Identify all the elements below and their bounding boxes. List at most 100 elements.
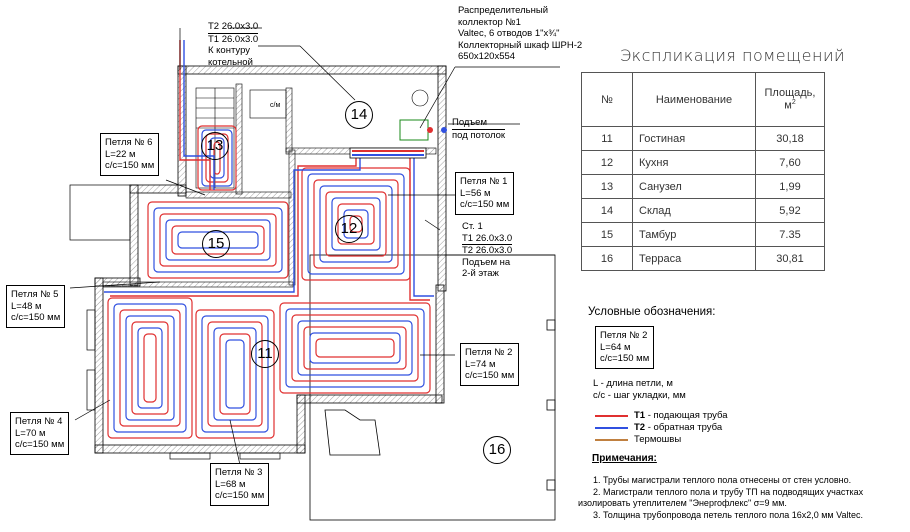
loop-label-5: Петля № 5 L=48 м с/с=150 мм [6, 285, 66, 328]
main-supply-2 [409, 158, 430, 301]
room-marker-13: 13 [201, 132, 229, 160]
loop-pipe [159, 213, 277, 267]
loop-pipe [309, 332, 401, 364]
note-2a: 2. Магистрали теплого пола и трубу ТП на… [593, 487, 864, 497]
loop-pipe [225, 339, 245, 409]
loop-pipe [153, 207, 283, 273]
riser-ceiling-label: Подъем под потолок [452, 117, 506, 141]
loop-pipe [213, 327, 257, 421]
loop-pipe [279, 302, 431, 394]
room-marker-11: 11 [251, 340, 279, 368]
loop-pipe [107, 297, 193, 439]
legend-text-2: Т2 - обратная труба [634, 422, 722, 434]
loop-pipe [197, 125, 237, 191]
cell-name: Тамбур [632, 222, 756, 247]
notes-title: Примечания: [592, 453, 657, 464]
loop-pipe [307, 173, 405, 275]
legend-text-3: Термошвы [634, 434, 681, 446]
legend-code: Т1 [634, 410, 646, 421]
loop-pipe [195, 309, 275, 439]
cell-num: 13 [581, 174, 633, 199]
cell-name: Кухня [632, 150, 756, 175]
loop-pipe [319, 185, 393, 263]
loop-label-1: Петля № 1 L=56 м с/с=150 мм [455, 172, 515, 215]
main-supply [110, 158, 357, 297]
main-return-2 [413, 158, 434, 297]
loop-pipe [165, 219, 271, 261]
loop-label-6: Петля № 6 L=22 м с/с=150 мм [100, 133, 160, 176]
cell-num: 11 [581, 126, 633, 151]
loop-pipe [137, 327, 163, 409]
cell-area: 7,60 [755, 150, 825, 175]
loop-pipe [147, 201, 289, 279]
cell-name: Склад [632, 198, 756, 223]
loop-pipe [207, 321, 263, 427]
loop-pipe [285, 308, 425, 388]
loop-label-2: Петля № 2 L=74 м с/с=150 мм [460, 343, 520, 386]
legend-desc: - обратная труба [645, 422, 723, 433]
loop-pipe [303, 326, 407, 370]
cell-area: 1,99 [755, 174, 825, 199]
legend-line-1 [595, 415, 628, 417]
legend-desc: - подающая труба [645, 410, 728, 421]
legend-code: Т2 [634, 422, 646, 433]
cell-name: Санузел [632, 174, 756, 199]
room-marker-12: 12 [335, 215, 363, 243]
loop-pipe [325, 191, 387, 257]
loop-pipe [291, 314, 419, 382]
loop-pipe [313, 179, 399, 269]
loop-pipe [201, 129, 233, 187]
loop-kitchen [301, 167, 411, 281]
room-marker-15: 15 [202, 230, 230, 258]
loop-pipe [125, 315, 175, 421]
header-area: Площадь, м2 [755, 72, 825, 127]
collector-label: Распределительный коллектор №1 Valtec, 6… [458, 5, 583, 62]
legend-text-1: Т1 - подающая труба [634, 410, 727, 422]
loop-pipe [297, 320, 413, 376]
loop-label-3: Петля № 3 L=68 м с/с=150 мм [210, 463, 270, 506]
stairs [195, 87, 429, 189]
loop-living-b [195, 309, 275, 439]
legend-line-3 [595, 439, 628, 441]
legend-desc: Термошвы [634, 434, 682, 445]
cell-num: 14 [581, 198, 633, 223]
feed-return [183, 40, 215, 190]
cell-num: 15 [581, 222, 633, 247]
legend-sample-box: Петля № 2 L=64 м с/с=150 мм [595, 326, 655, 369]
header-num: № [581, 72, 633, 127]
main-return [104, 158, 361, 293]
loop-pipe [131, 321, 169, 415]
cell-num: 16 [581, 246, 633, 271]
loop-pipe [143, 333, 157, 403]
loop-pipe [219, 333, 251, 415]
loop-pipe [331, 197, 381, 251]
cell-area: 7.35 [755, 222, 825, 247]
loop-pipe [119, 309, 181, 427]
legend-desc: L - длина петли, м с/с - шаг укладки, мм [593, 378, 686, 401]
leader-lines [69, 27, 560, 466]
cell-name: Гостиная [632, 126, 756, 151]
cell-area: 30,18 [755, 126, 825, 151]
boiler-feed-label: Т2 26.0х3.0 Т1 26.0х3.0 К контуру котель… [208, 21, 259, 68]
cell-area: 5,92 [755, 198, 825, 223]
cell-num: 12 [581, 150, 633, 175]
note-1: 1. Трубы магистрали теплого пола отнесен… [593, 475, 852, 485]
riser-label: Ст. 1 Т1 26.0х3.0 Т2 26.0х3.0 Подъем на … [462, 221, 513, 279]
loop-label-4: Петля № 4 L=70 м с/с=150 мм [10, 412, 70, 455]
cell-name: Терраса [632, 246, 756, 271]
cell-area: 30,81 [755, 246, 825, 271]
table-header-row: № Наименование Площадь, м2 [581, 72, 825, 127]
legend-title: Условные обозначения: [588, 306, 716, 318]
note-2b: изолировать утеплителем "Энергофлекс" σ=… [578, 498, 787, 508]
loop-living-c [279, 302, 431, 394]
feed-supply [179, 40, 211, 190]
loop-pipe [113, 303, 187, 433]
